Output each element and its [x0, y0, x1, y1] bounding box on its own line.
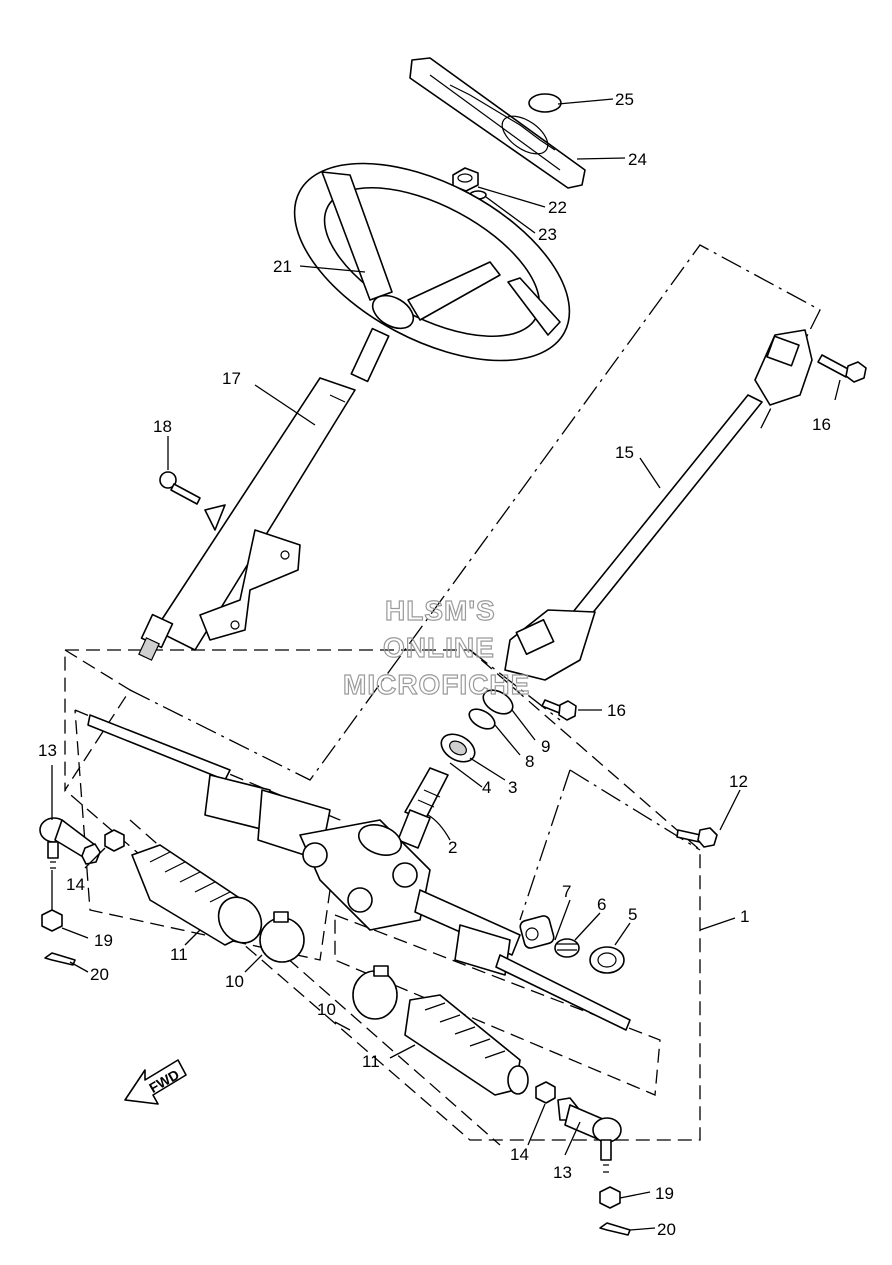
- callout-labels: 25 24 22 23 21 17 18 16 15 16 9 8 3 4 2 …: [38, 90, 831, 1239]
- callout-13-right[interactable]: 13: [553, 1163, 572, 1182]
- callout-7[interactable]: 7: [562, 882, 571, 901]
- callout-2[interactable]: 2: [448, 838, 457, 857]
- part-7-yoke[interactable]: [519, 915, 555, 950]
- part-10-clamp-left[interactable]: [259, 911, 305, 963]
- part-1-steering-rack[interactable]: [87, 714, 631, 1031]
- callout-24[interactable]: 24: [628, 150, 647, 169]
- part-16-bolt-upper[interactable]: [817, 354, 867, 383]
- callout-19-right[interactable]: 19: [655, 1184, 674, 1203]
- part-2-pinion-shaft[interactable]: [397, 809, 431, 849]
- callout-8[interactable]: 8: [525, 752, 534, 771]
- part-20-cotter-pin-left[interactable]: [44, 952, 76, 966]
- part-11-boot-left[interactable]: [131, 844, 270, 951]
- callout-9[interactable]: 9: [541, 737, 550, 756]
- callout-19-left[interactable]: 19: [94, 931, 113, 950]
- leader-lines: [51, 98, 841, 1231]
- callout-4[interactable]: 4: [482, 778, 491, 797]
- callout-14-left[interactable]: 14: [66, 875, 85, 894]
- callout-22[interactable]: 22: [548, 198, 567, 217]
- part-9-seal[interactable]: [479, 685, 517, 718]
- callout-20-right[interactable]: 20: [657, 1220, 676, 1239]
- callout-15[interactable]: 15: [615, 443, 634, 462]
- part-6-spring[interactable]: [554, 938, 580, 958]
- callout-18[interactable]: 18: [153, 417, 172, 436]
- callout-14-right[interactable]: 14: [510, 1145, 529, 1164]
- part-17-steering-column[interactable]: [138, 327, 390, 661]
- callout-6[interactable]: 6: [597, 895, 606, 914]
- part-19-castle-nut-right[interactable]: [599, 1186, 621, 1209]
- callout-21[interactable]: 21: [273, 257, 292, 276]
- part-24-steering-cover[interactable]: [409, 57, 586, 189]
- fwd-direction-arrow: FWD: [124, 1059, 187, 1105]
- part-13-tie-rod-end-right[interactable]: [557, 1097, 622, 1173]
- callout-23[interactable]: 23: [538, 225, 557, 244]
- callout-10-right[interactable]: 10: [317, 1000, 336, 1019]
- watermark-line-3: MICROFICHE: [343, 669, 530, 700]
- callout-16-upper[interactable]: 16: [812, 415, 831, 434]
- callout-3[interactable]: 3: [508, 778, 517, 797]
- watermark-line-1: HLSM'S: [385, 595, 496, 626]
- callout-10-left[interactable]: 10: [225, 972, 244, 991]
- part-18-bolt[interactable]: [159, 471, 201, 505]
- watermark-line-2: ONLINE: [383, 632, 495, 663]
- part-14-nut-left[interactable]: [104, 829, 125, 852]
- callout-20-left[interactable]: 20: [90, 965, 109, 984]
- part-14-nut-right[interactable]: [535, 1081, 556, 1104]
- part-5-adjust-screw[interactable]: [589, 946, 625, 974]
- callout-1[interactable]: 1: [740, 907, 749, 926]
- part-8-circlip[interactable]: [466, 705, 498, 733]
- part-19-castle-nut-left[interactable]: [41, 909, 63, 932]
- callout-5[interactable]: 5: [628, 905, 637, 924]
- callout-11-left[interactable]: 11: [170, 945, 188, 964]
- part-12-bolt[interactable]: [676, 827, 718, 848]
- watermark: HLSM'S ONLINE MICROFICHE: [342, 594, 530, 700]
- part-25-emblem[interactable]: [528, 93, 562, 113]
- part-10-clamp-right[interactable]: [352, 965, 398, 1020]
- part-3-bearing[interactable]: [436, 729, 479, 768]
- part-20-cotter-pin-right[interactable]: [599, 1222, 631, 1236]
- part-11-boot-right[interactable]: [404, 994, 529, 1096]
- callout-13-left[interactable]: 13: [38, 741, 57, 760]
- callout-17[interactable]: 17: [222, 369, 241, 388]
- part-21-steering-wheel[interactable]: [263, 123, 601, 402]
- callout-25[interactable]: 25: [615, 90, 634, 109]
- callout-11-right[interactable]: 11: [362, 1052, 380, 1071]
- part-13-tie-rod-end-left[interactable]: [39, 817, 101, 869]
- part-16-bolt-lower[interactable]: [541, 699, 577, 721]
- callout-16-lower[interactable]: 16: [607, 701, 626, 720]
- callout-12[interactable]: 12: [729, 772, 748, 791]
- part-15-steering-shaft[interactable]: [504, 329, 813, 681]
